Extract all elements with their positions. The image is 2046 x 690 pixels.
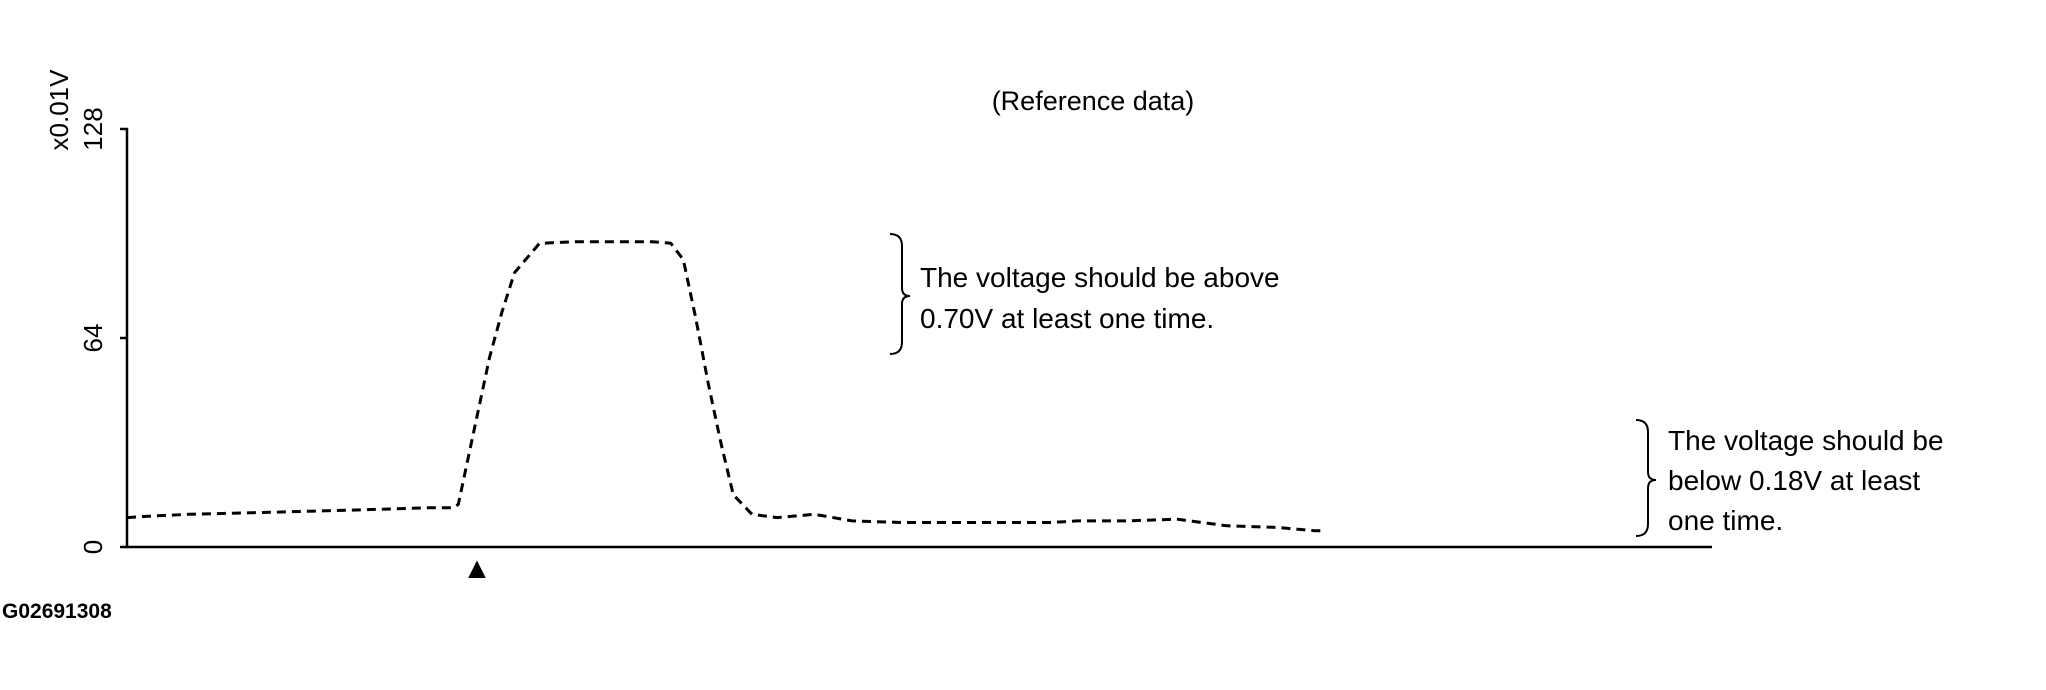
voltage-series-line [126,240,1321,533]
y-tick-label: 128 [78,107,108,150]
annotation-lower-line-3: one time. [1668,505,1783,536]
annotation-lower-line-2: below 0.18V at least [1668,465,1920,496]
y-axis-label: x0.01V [44,69,74,151]
y-tick-label: 0 [78,540,108,554]
annotation-bracket-upper [889,233,911,355]
annotation-upper-line-1: The voltage should be above [920,262,1280,293]
annotation-bracket-lower [1635,419,1657,537]
y-tick-label: 64 [78,324,108,353]
figure-id: G02691308 [2,600,112,623]
annotation-upper-line-2: 0.70V at least one time. [920,303,1214,334]
trigger-marker-icon: ▲ [462,552,492,585]
annotation-lower-line-1: The voltage should be [1668,425,1944,456]
chart-title: (Reference data) [992,86,1195,116]
y-ticks: 0 64 128 [78,107,128,554]
